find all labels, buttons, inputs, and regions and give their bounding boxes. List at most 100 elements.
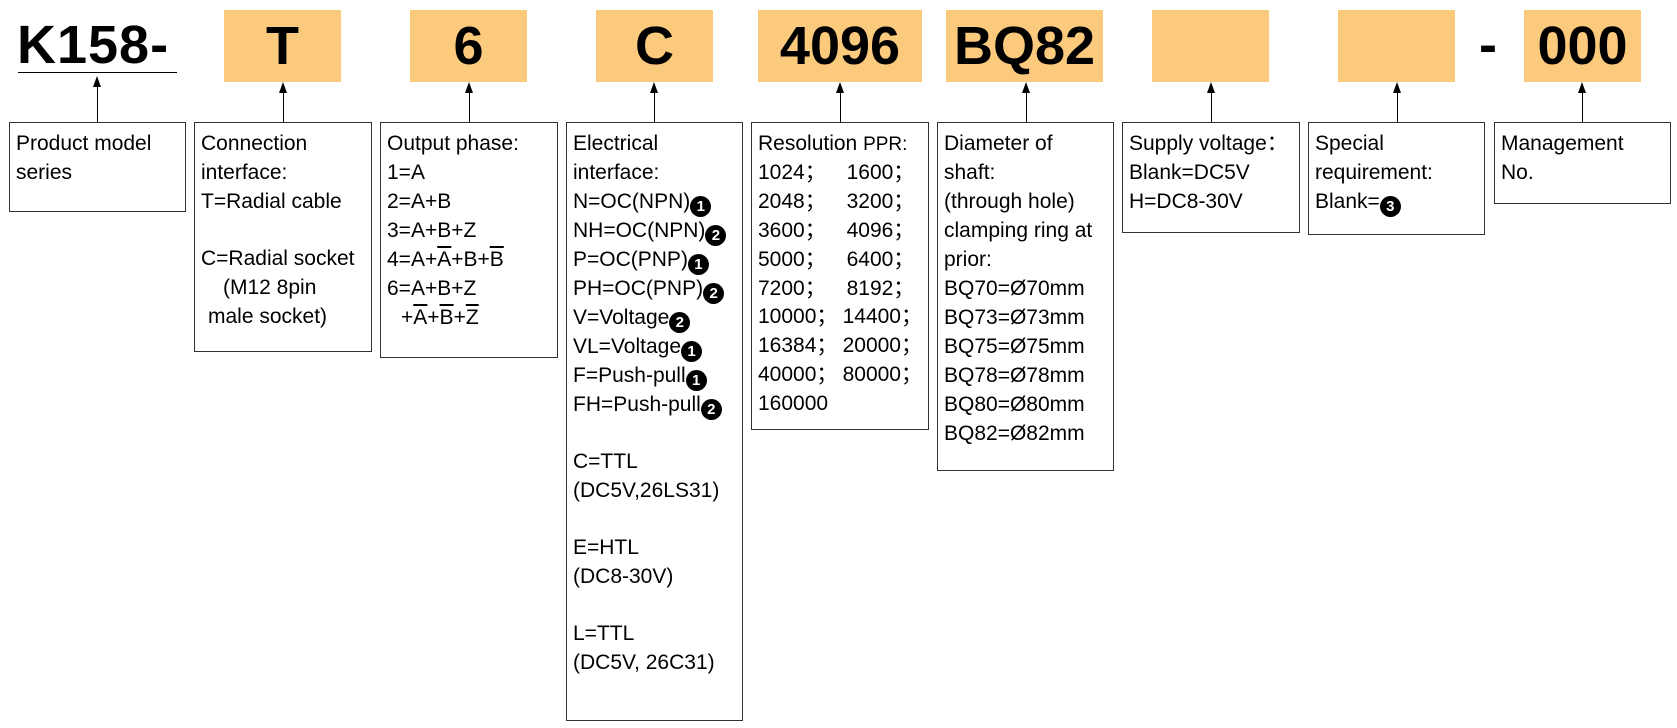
electrical-option-text: P=OC(PNP)	[573, 248, 688, 271]
output-zbar: Z	[465, 306, 479, 329]
output-option-6-cont: +A+B+Z	[387, 303, 551, 332]
code-resolution: 4096	[758, 10, 922, 82]
management-title-2: No.	[1501, 161, 1534, 184]
output-bbar: B	[439, 306, 454, 329]
note-marker: 1	[685, 370, 707, 391]
resolution-value: 20000；	[842, 334, 922, 358]
arrowhead-resolution	[836, 82, 844, 93]
resolution-value: 16384；	[758, 334, 838, 358]
diameter-line: BQ73=Ø73mm	[944, 306, 1085, 329]
arrow-electrical	[654, 88, 655, 122]
resolution-value: 80000；	[842, 363, 922, 387]
note-marker: 1	[690, 196, 712, 217]
diameter-line: shaft:	[944, 161, 996, 184]
output-option-4-bbar: B	[489, 248, 504, 271]
output-plus-3: +	[453, 306, 466, 329]
note-marker: 2	[705, 225, 727, 246]
diameter-line: Diameter of	[944, 132, 1053, 155]
resolution-value: 5000；	[758, 247, 826, 271]
electrical-title-2: interface:	[573, 161, 660, 184]
arrowhead-connection	[279, 82, 287, 93]
electrical-l: L=TTL	[573, 622, 635, 645]
diameter-line: BQ80=Ø80mm	[944, 393, 1085, 416]
resolution-value: 2048；	[758, 189, 826, 213]
resolution-row: 1024；1600；	[758, 158, 922, 187]
resolution-row: 16384；20000；	[758, 331, 922, 360]
box-supply-voltage: Supply voltage： Blank=DC5V H=DC8-30V	[1122, 122, 1300, 233]
resolution-value: 7200；	[758, 276, 826, 300]
note-marker: 2	[703, 283, 725, 304]
diameter-lines: Diameter of shaft: (through hole) clamping …	[944, 129, 1107, 448]
resolution-row: 7200； 8192；	[758, 274, 922, 303]
output-abar: A	[413, 306, 428, 329]
electrical-l-detail: (DC5V, 26C31)	[573, 651, 715, 674]
connection-socket-gender: male socket)	[208, 305, 328, 328]
arrowhead-special	[1393, 82, 1401, 93]
diameter-line: (through hole)	[944, 190, 1075, 213]
output-option-4-a: 4=A+	[387, 248, 438, 271]
output-option-1: 1=A	[387, 161, 425, 184]
arrowhead-output	[465, 82, 473, 93]
code-dash: -	[1479, 15, 1497, 75]
output-option-2: 2=A+B	[387, 190, 452, 213]
connection-socket-type: (M12 8pin	[223, 276, 317, 299]
prefix-underline	[18, 72, 177, 73]
supply-h: H=DC8-30V	[1129, 190, 1243, 213]
model-prefix: K158-	[17, 15, 170, 75]
resolution-unit: PPR:	[863, 134, 908, 155]
resolution-row: 3600；4096；	[758, 216, 922, 245]
output-option-4-b: +B+	[451, 248, 490, 271]
resolution-title: Resolution	[758, 132, 858, 155]
resolution-value: 6400；	[846, 247, 915, 271]
resolution-value: 8192；	[846, 276, 915, 300]
electrical-e: E=HTL	[573, 536, 639, 559]
special-blank-line: Blank=3	[1315, 187, 1478, 217]
arrowhead-management	[1578, 82, 1586, 93]
electrical-option-text: NH=OC(NPN)	[573, 219, 706, 242]
note-3-marker: 3	[1379, 196, 1401, 217]
resolution-value	[847, 389, 922, 418]
note-marker: 2	[700, 399, 722, 420]
output-option-3: 3=A+B+Z	[387, 219, 477, 242]
note-marker: 1	[687, 254, 709, 275]
resolution-title-line: Resolution PPR:	[758, 129, 922, 158]
note-marker: 1	[681, 341, 703, 362]
arrow-diameter	[1026, 88, 1027, 122]
arrowhead-supply	[1207, 82, 1215, 93]
electrical-option-text: N=OC(NPN)	[573, 190, 691, 213]
box-special-requirement: Special requirement: Blank=3	[1308, 122, 1485, 235]
electrical-c: C=TTL	[573, 450, 638, 473]
code-diameter: BQ82	[946, 10, 1103, 82]
box-shaft-diameter: Diameter of shaft: (through hole) clamping …	[937, 122, 1114, 471]
output-plus-1: +	[401, 306, 414, 329]
diameter-line: clamping ring at	[944, 219, 1093, 242]
note-marker: 2	[669, 312, 691, 333]
electrical-option: P=OC(PNP)1	[573, 245, 736, 275]
diameter-line: prior:	[944, 248, 992, 271]
code-management: 000	[1524, 10, 1641, 82]
resolution-value: 10000；	[758, 305, 838, 329]
electrical-title-1: Electrical	[573, 132, 659, 155]
electrical-option: PH=OC(PNP)2	[573, 274, 736, 304]
code-electrical: C	[596, 10, 713, 82]
arrowhead-series	[93, 76, 101, 87]
connection-title-1: Connection	[201, 132, 308, 155]
supply-blank: Blank=DC5V	[1129, 161, 1250, 184]
arrow-connection	[283, 88, 284, 122]
arrowhead-diameter	[1022, 82, 1030, 93]
connection-title-2: interface:	[201, 161, 288, 184]
electrical-option: NH=OC(NPN)2	[573, 216, 736, 246]
resolution-value: 160000	[758, 392, 829, 416]
output-plus-2: +	[427, 306, 440, 329]
electrical-c-detail: (DC5V,26LS31)	[573, 479, 720, 502]
resolution-value: 40000；	[758, 363, 838, 387]
arrow-output	[469, 88, 470, 122]
supply-title: Supply voltage：	[1129, 132, 1288, 155]
box-resolution: Resolution PPR: 1024；1600；2048；3200；3600…	[751, 122, 929, 430]
series-line-2: series	[16, 161, 73, 184]
management-title-1: Management	[1501, 132, 1624, 155]
